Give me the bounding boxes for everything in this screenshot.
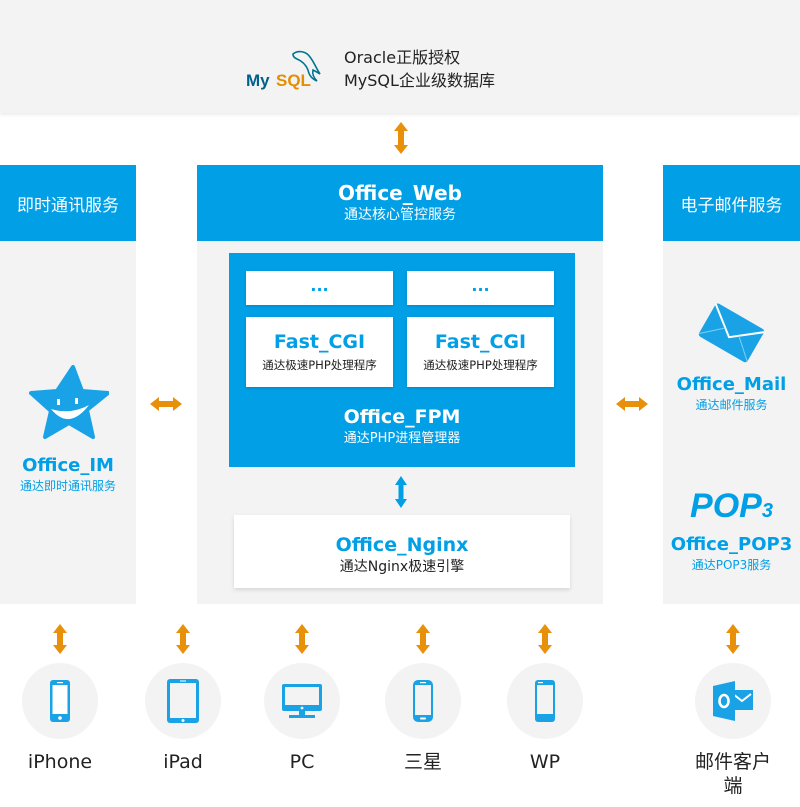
fastcgi-worker: Fast_CGI 通达极速PHP处理程序 bbox=[246, 317, 393, 387]
device-label: WP bbox=[529, 751, 561, 773]
pop3-logo-subscript: 3 bbox=[761, 500, 773, 522]
mail-column-panel bbox=[663, 241, 800, 604]
pop3-logo-text: POP bbox=[690, 487, 762, 525]
database-line-2: MySQL企业级数据库 bbox=[344, 71, 495, 90]
device-label: iPad bbox=[163, 751, 203, 773]
fpm-slot: ... bbox=[407, 271, 554, 305]
device-wp: WP bbox=[505, 663, 585, 774]
device-label: iPhone bbox=[27, 751, 93, 773]
web-subtitle: 通达核心管控服务 bbox=[344, 207, 456, 223]
web-column-header: Office_Web 通达核心管控服务 bbox=[197, 165, 603, 241]
pop3-service-subtitle: 通达POP3服务 bbox=[691, 558, 772, 572]
device-icon-circle bbox=[695, 663, 771, 739]
arrow-wp bbox=[538, 624, 552, 654]
tablet-icon bbox=[167, 679, 199, 723]
mail-column-title: 电子邮件服务 bbox=[680, 195, 783, 216]
device-iphone: iPhone bbox=[20, 663, 100, 774]
mysql-logo-my: My bbox=[246, 71, 270, 90]
device-label: 邮件客户端 bbox=[694, 751, 771, 797]
device-icon-circle bbox=[145, 663, 221, 739]
fpm-slot: ... bbox=[246, 271, 393, 305]
arrow-fpm-nginx bbox=[395, 476, 407, 508]
im-service-title: Office_IM bbox=[22, 455, 114, 476]
fastcgi-subtitle: 通达极速PHP处理程序 bbox=[262, 358, 377, 372]
im-service-subtitle: 通达即时通讯服务 bbox=[19, 479, 116, 493]
device-mail-client: 邮件客户端 bbox=[693, 663, 773, 798]
arrow-ipad bbox=[176, 624, 190, 654]
device-samsung: 三星 bbox=[383, 663, 463, 774]
arrow-db-web bbox=[394, 122, 408, 154]
fpm-subtitle: 通达PHP进程管理器 bbox=[343, 431, 461, 446]
fastcgi-subtitle: 通达极速PHP处理程序 bbox=[423, 358, 538, 372]
device-icon-circle bbox=[507, 663, 583, 739]
fastcgi-worker: Fast_CGI 通达极速PHP处理程序 bbox=[407, 317, 554, 387]
mail-service-subtitle: 通达邮件服务 bbox=[695, 398, 768, 412]
phone-icon bbox=[413, 680, 433, 722]
im-service: Office_IM 通达即时通讯服务 bbox=[0, 455, 136, 495]
nginx-title: Office_Nginx bbox=[335, 534, 469, 556]
arrow-web-mail bbox=[616, 397, 648, 411]
fastcgi-title: Fast_CGI bbox=[434, 331, 527, 353]
star-smile-icon bbox=[29, 365, 109, 443]
arrow-pc bbox=[295, 624, 309, 654]
im-column-title: 即时通讯服务 bbox=[17, 195, 119, 216]
mail-service-title: Office_Mail bbox=[676, 374, 787, 395]
database-description: Oracle正版授权 MySQL企业级数据库 bbox=[344, 46, 495, 92]
phone-icon bbox=[50, 680, 70, 722]
mysql-logo: My SQL bbox=[246, 48, 326, 92]
arrow-samsung bbox=[416, 624, 430, 654]
outlook-icon bbox=[713, 681, 753, 721]
device-icon-circle bbox=[22, 663, 98, 739]
fpm-box: ... ... Fast_CGI 通达极速PHP处理程序 Fast_CGI 通达… bbox=[229, 253, 575, 467]
pop3-logo: POP3 bbox=[663, 486, 800, 526]
fpm-title: Office_FPM bbox=[343, 406, 461, 428]
mail-service: Office_Mail 通达邮件服务 bbox=[663, 374, 800, 414]
arrow-iphone bbox=[53, 624, 67, 654]
fastcgi-title: Fast_CGI bbox=[273, 331, 366, 353]
database-line-1: Oracle正版授权 bbox=[344, 48, 461, 67]
pop3-service-title: Office_POP3 bbox=[670, 534, 793, 555]
arrow-mail-client bbox=[726, 624, 740, 654]
pop3-service: Office_POP3 通达POP3服务 bbox=[663, 534, 800, 574]
device-ipad: iPad bbox=[143, 663, 223, 774]
arrow-im-web bbox=[150, 397, 182, 411]
im-column-header: 即时通讯服务 bbox=[0, 165, 136, 241]
device-icon-circle bbox=[264, 663, 340, 739]
web-title: Office_Web bbox=[338, 181, 462, 205]
monitor-icon bbox=[282, 684, 322, 718]
phone-icon bbox=[535, 680, 555, 722]
envelope-icon bbox=[696, 300, 768, 364]
mail-column-header: 电子邮件服务 bbox=[663, 165, 800, 241]
nginx-box: Office_Nginx 通达Nginx极速引擎 bbox=[234, 515, 570, 588]
device-label: 三星 bbox=[403, 751, 442, 773]
device-pc: PC bbox=[262, 663, 342, 774]
nginx-subtitle: 通达Nginx极速引擎 bbox=[339, 559, 465, 575]
database-band bbox=[0, 0, 800, 113]
device-icon-circle bbox=[385, 663, 461, 739]
device-label: PC bbox=[289, 751, 315, 773]
mysql-logo-sql: SQL bbox=[276, 71, 311, 90]
